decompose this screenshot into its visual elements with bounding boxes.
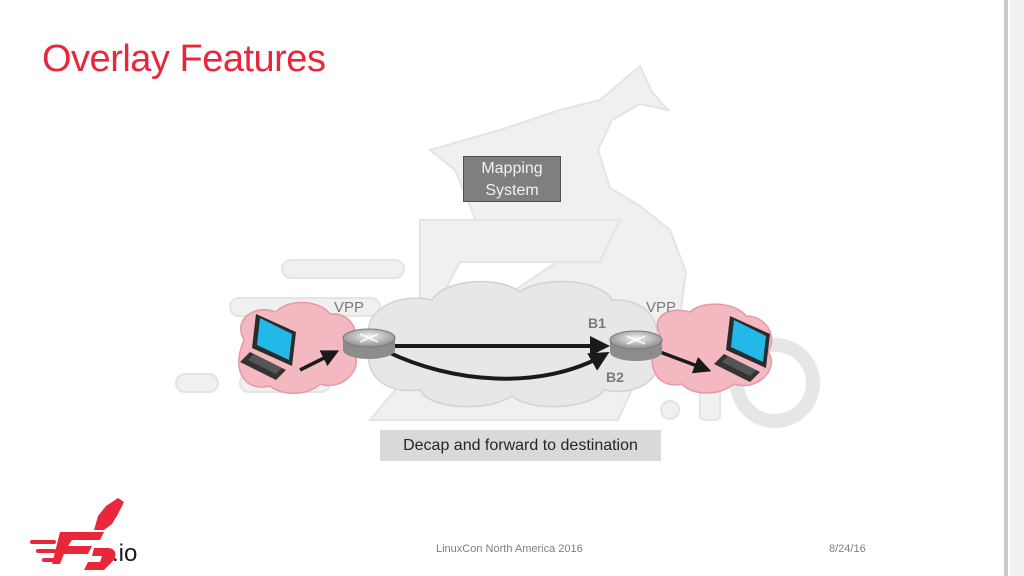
left-computer-icon xyxy=(240,314,296,380)
logo-suffix: .io xyxy=(112,540,138,567)
left-router-icon xyxy=(342,328,396,359)
right-computer-icon xyxy=(714,316,770,382)
path-b2-label: B2 xyxy=(606,369,624,385)
right-edge-band xyxy=(1010,0,1024,576)
fdio-logo xyxy=(30,498,124,570)
mapping-system-box: Mapping System xyxy=(463,156,561,202)
right-router-icon xyxy=(609,330,663,361)
slide-title: Overlay Features xyxy=(42,38,326,80)
caption-box: Decap and forward to destination xyxy=(380,430,661,461)
mapping-system-line2: System xyxy=(485,182,539,199)
mapping-system-line1: Mapping xyxy=(481,160,543,177)
path-b2-arrow xyxy=(387,350,610,381)
right-router-label: VPP xyxy=(646,299,677,316)
footer-event: LinuxCon North America 2016 xyxy=(436,543,583,555)
ingress-arrow xyxy=(299,350,340,372)
footer-date: 8/24/16 xyxy=(829,543,866,555)
path-b1-label: B1 xyxy=(588,315,606,331)
right-edge-rule xyxy=(1004,0,1008,576)
egress-arrow xyxy=(659,350,712,374)
left-router-label: VPP xyxy=(334,299,365,316)
